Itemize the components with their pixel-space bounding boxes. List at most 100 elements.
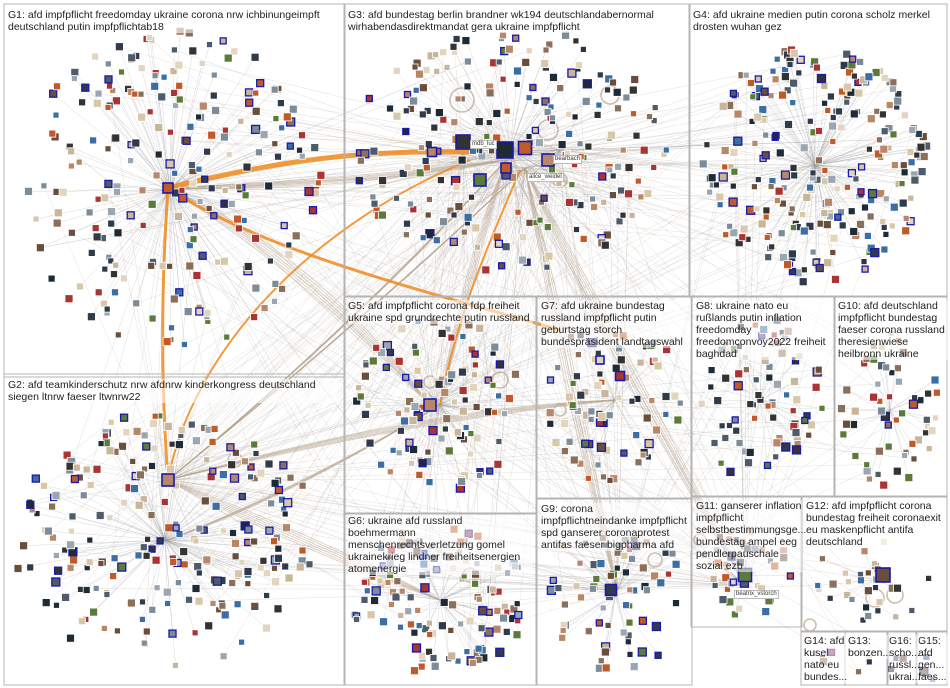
node-avatar [541,97,550,106]
node-avatar [154,123,164,132]
edge [23,539,166,546]
node-avatar [178,193,188,203]
node-avatar [548,165,556,174]
node-avatar [861,203,869,212]
edge [55,149,561,583]
node-avatar [576,390,586,400]
node-avatar [540,59,550,68]
node-avatar [914,129,923,138]
node-avatar [238,638,246,646]
node-avatar [238,492,246,501]
node-avatar [835,107,843,116]
node-avatar [815,156,823,165]
node-avatar [565,197,574,207]
node-avatar [363,587,371,595]
node-avatar [789,99,797,106]
edge [431,152,464,547]
node-avatar [418,110,427,119]
node-avatar [68,162,75,170]
node-avatar [272,115,280,122]
node-avatar [19,541,29,551]
node-avatar [103,591,111,598]
edge [754,143,816,166]
edge [463,159,507,542]
edge [169,102,250,191]
node-avatar [281,510,289,518]
node-avatar [32,215,40,223]
hub-label-bearbach[interactable]: bearbach [553,155,583,164]
node-avatar [441,425,449,433]
node-avatar [414,379,423,388]
node-avatar [470,371,478,379]
node-avatar [392,66,401,75]
node-avatar [360,578,368,586]
node-avatar [220,527,227,535]
node-avatar [596,442,607,452]
edge [281,127,526,169]
node-avatar [471,361,479,369]
node-avatar [485,88,495,98]
node-avatar [559,627,567,634]
node-avatar [616,355,626,365]
node-avatar [879,480,889,490]
edge [426,149,511,168]
node-avatar [473,560,481,567]
node-avatar [791,445,802,455]
node-avatar [104,104,112,111]
node-avatar [894,364,902,373]
edge [144,404,431,470]
node-avatar [716,201,724,209]
edge [96,588,618,591]
edge [98,189,171,200]
node-avatar [411,342,419,350]
node-avatar [543,263,551,271]
node-avatar [409,96,419,106]
edge [167,187,397,598]
node-avatar [397,623,404,631]
hub-avatar [595,355,605,365]
edge [178,582,618,591]
node-avatar [184,28,194,38]
node-avatar [492,624,502,634]
node-avatar [734,369,744,379]
node-avatar [880,223,888,231]
node-avatar [250,602,260,611]
node-avatar [148,545,156,553]
node-avatar [925,575,932,582]
node-avatar [609,172,617,180]
edge [614,553,673,596]
edge [439,589,493,601]
node-avatar [857,188,865,196]
node-avatar [849,227,859,236]
node-avatar [264,459,274,469]
node-avatar [267,499,276,508]
node-avatar [628,85,638,95]
node-avatar [310,143,320,153]
edge [851,579,876,600]
node-avatar [474,117,484,126]
hub-label-beatrix-vstorch[interactable]: beatrix_vstorch [734,590,779,599]
node-avatar [753,112,763,122]
node-avatar [169,558,178,566]
node-avatar [718,101,728,111]
node-avatar [886,393,893,401]
node-avatar [449,524,459,534]
node-avatar [394,409,402,417]
hub-label-mdb-luc[interactable]: mdb_luc [470,140,497,149]
node-avatar [792,395,802,405]
node-avatar [869,392,878,402]
node-avatar [770,331,778,339]
edge [71,189,171,233]
node-avatar [104,145,112,153]
node-avatar [82,465,91,474]
node-avatar [565,392,574,402]
node-avatar [878,342,886,351]
edge [107,148,169,189]
node-avatar [504,569,511,577]
node-avatar [104,75,113,84]
hub-label-alice-weidel[interactable]: alice_weidel [527,173,564,182]
node-avatar [661,548,670,557]
node-avatar [281,562,290,571]
node-avatar [135,470,145,480]
node-avatar [100,193,110,203]
